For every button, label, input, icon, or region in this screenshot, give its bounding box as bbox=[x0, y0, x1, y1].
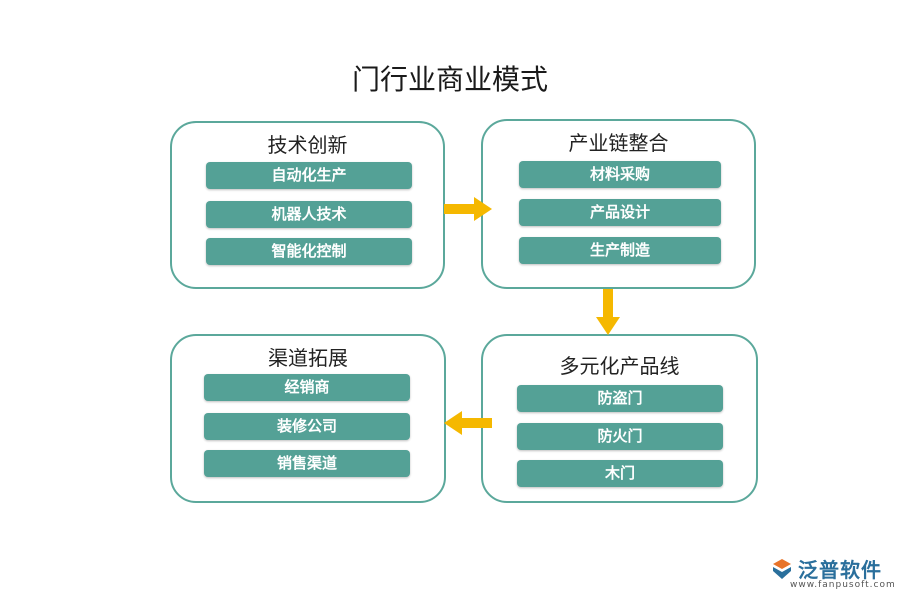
panel-channel-expansion: 渠道拓展 经销商 装修公司 销售渠道 bbox=[170, 334, 446, 503]
list-item: 生产制造 bbox=[519, 237, 721, 264]
list-item: 自动化生产 bbox=[206, 162, 412, 189]
list-item: 智能化控制 bbox=[206, 238, 412, 265]
panel-tech-innovation: 技术创新 自动化生产 机器人技术 智能化控制 bbox=[170, 121, 445, 289]
list-item: 销售渠道 bbox=[204, 450, 410, 477]
brand-logo: 泛普软件 bbox=[770, 554, 882, 583]
list-item: 经销商 bbox=[204, 374, 410, 401]
panel-product-line: 多元化产品线 防盗门 防火门 木门 bbox=[481, 334, 758, 503]
logo-name: 泛普软件 bbox=[798, 558, 882, 582]
list-item: 防火门 bbox=[517, 423, 723, 450]
list-item: 机器人技术 bbox=[206, 201, 412, 228]
panel-title: 渠道拓展 bbox=[268, 346, 348, 370]
page-title: 门行业商业模式 bbox=[351, 63, 548, 96]
list-item: 木门 bbox=[517, 460, 723, 487]
panel-title: 多元化产品线 bbox=[559, 354, 680, 378]
list-item: 产品设计 bbox=[519, 199, 721, 226]
arrow-left-icon bbox=[444, 411, 492, 435]
panel-industry-chain: 产业链整合 材料采购 产品设计 生产制造 bbox=[481, 119, 756, 289]
arrow-down-icon bbox=[596, 289, 620, 335]
panel-title: 产业链整合 bbox=[568, 131, 669, 155]
panel-title: 技术创新 bbox=[267, 133, 348, 157]
list-item: 材料采购 bbox=[519, 161, 721, 188]
fanpu-logo-icon bbox=[773, 558, 791, 579]
arrow-right-icon bbox=[444, 197, 492, 221]
list-item: 装修公司 bbox=[204, 413, 410, 440]
logo-url: www.fanpusoft.com bbox=[790, 580, 896, 590]
list-item: 防盗门 bbox=[517, 385, 723, 412]
